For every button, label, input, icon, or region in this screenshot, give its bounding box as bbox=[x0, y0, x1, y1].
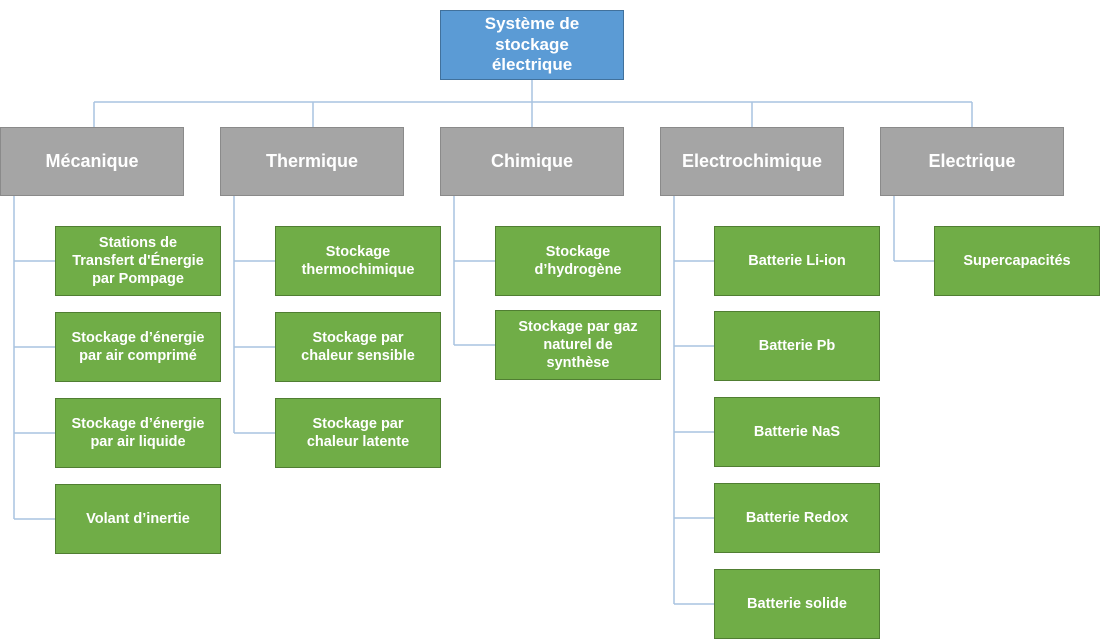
leaf-compressed-air: Stockage d’énergie par air comprimé bbox=[55, 312, 221, 382]
leaf-battery-nas: Batterie NaS bbox=[714, 397, 880, 467]
leaf-battery-li-ion: Batterie Li-ion bbox=[714, 226, 880, 296]
leaf-battery-solid: Batterie solide bbox=[714, 569, 880, 639]
leaf-battery-redox: Batterie Redox bbox=[714, 483, 880, 553]
category-electrochimique: Electrochimique bbox=[660, 127, 844, 196]
leaf-latent-heat: Stockage par chaleur latente bbox=[275, 398, 441, 468]
leaf-liquid-air: Stockage d’énergie par air liquide bbox=[55, 398, 221, 468]
leaf-sensible-heat: Stockage par chaleur sensible bbox=[275, 312, 441, 382]
leaf-synthetic-gas: Stockage par gaz naturel de synthèse bbox=[495, 310, 661, 380]
leaf-pumped-hydro: Stations de Transfert d'Énergie par Pomp… bbox=[55, 226, 221, 296]
leaf-hydrogen: Stockage d’hydrogène bbox=[495, 226, 661, 296]
category-thermique: Thermique bbox=[220, 127, 404, 196]
leaf-thermochemical: Stockage thermochimique bbox=[275, 226, 441, 296]
leaf-flywheel: Volant d’inertie bbox=[55, 484, 221, 554]
leaf-supercapacitors: Supercapacités bbox=[934, 226, 1100, 296]
category-electrique: Electrique bbox=[880, 127, 1064, 196]
category-chimique: Chimique bbox=[440, 127, 624, 196]
category-mecanique: Mécanique bbox=[0, 127, 184, 196]
leaf-battery-pb: Batterie Pb bbox=[714, 311, 880, 381]
root-node: Système de stockage électrique bbox=[440, 10, 624, 80]
